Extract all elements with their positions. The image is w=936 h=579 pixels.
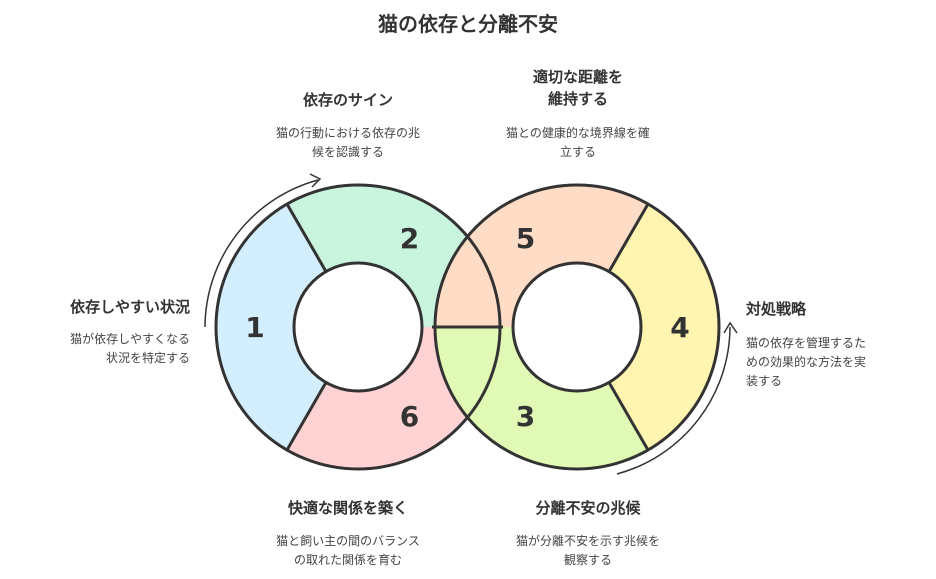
step-5-heading-line: 適切な距離を (532, 68, 623, 86)
segment-divider (285, 203, 328, 273)
step-4-heading: 対処戦略 (746, 300, 807, 318)
step-5-number: 5 (516, 222, 535, 255)
right-cycle-arrow (616, 326, 731, 475)
left-ring-inner (292, 261, 424, 393)
step-3-desc-line: 観察する (563, 553, 612, 567)
step-4-description: 猫の依存を管理するた めの効果的な方法を実 装する (746, 334, 926, 391)
segment-step-4 (609, 204, 719, 450)
step-6-number: 6 (400, 400, 419, 433)
left-cycle-arrow (204, 179, 319, 328)
step-1-heading: 依存しやすい状況 (70, 298, 190, 316)
segment-step-1 (216, 204, 326, 450)
step-2-description: 猫の行動における依存の兆 候を認識する (238, 124, 458, 162)
step-2-desc-line: 猫の行動における依存の兆 (275, 126, 420, 140)
step-6-description: 猫と飼い主の間のバランス の取れた関係を育む (238, 532, 458, 570)
step-1-desc-line: 猫が依存しやすくなる (70, 332, 190, 346)
step-3-description: 猫が分離不安を示す兆候を 観察する (478, 532, 698, 570)
step-4-desc-line: 装する (746, 374, 783, 388)
step-6-desc-line: 猫と飼い主の間のバランス (276, 534, 420, 548)
step-3-desc-line: 猫が分離不安を示す兆候を (515, 534, 660, 548)
step-2-heading: 依存のサイン (302, 91, 393, 109)
step-1-number: 1 (245, 311, 264, 344)
step-2-number: 2 (400, 222, 419, 255)
segment-divider (285, 381, 328, 451)
step-5-description: 猫との健康的な境界線を確 立する (468, 124, 688, 162)
step-5-heading: 適切な距離を 維持する (478, 66, 678, 110)
step-4-desc-line: 猫の依存を管理するた (746, 336, 867, 350)
step-5-desc-line: 猫との健康的な境界線を確 (506, 126, 650, 140)
step-2-desc-line: 候を認識する (311, 145, 384, 159)
step-6-heading: 快適な関係を築く (287, 499, 408, 517)
step-4-number: 4 (670, 311, 689, 344)
segment-step-3 (435, 327, 648, 470)
segment-divider (607, 381, 650, 451)
step-1-desc-line: 状況を特定する (105, 351, 190, 365)
step-4-desc-line: めの効果的な方法を実 (746, 355, 867, 369)
segment-step-5 (435, 185, 648, 327)
diagram-title: 猫の依存と分離不安 (378, 12, 558, 36)
step-5-heading-line: 維持する (547, 90, 608, 108)
step-3-heading: 分離不安の兆候 (535, 499, 641, 517)
right-ring-inner (511, 261, 643, 393)
step-3-number: 3 (516, 400, 535, 433)
step-6-desc-line: の取れた関係を育む (293, 553, 402, 567)
right-arrowhead-icon (723, 321, 738, 334)
step-1-description: 猫が依存しやすくなる 状況を特定する (20, 330, 190, 368)
segment-divider (607, 203, 650, 273)
left-arrowhead-icon (309, 173, 322, 188)
step-5-desc-line: 立する (559, 145, 596, 159)
